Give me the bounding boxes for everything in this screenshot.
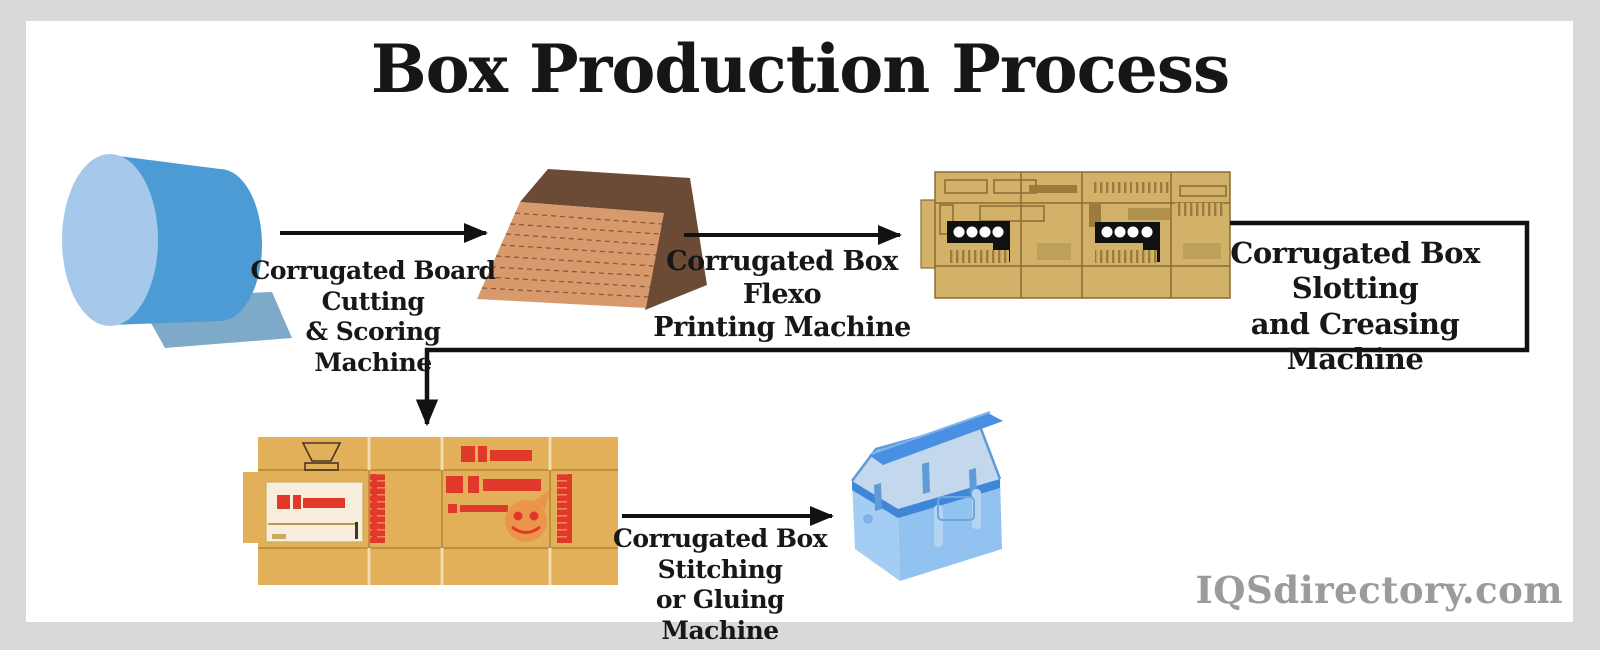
smiley-logo-print xyxy=(505,490,550,542)
paper-roll-illustration xyxy=(62,154,292,348)
elbow-connector-arrow xyxy=(415,220,1530,427)
shipping-label-print xyxy=(265,481,364,543)
machine-label-slotting-creasing: Corrugated Box Slotting and Creasing Mac… xyxy=(1230,236,1480,377)
watermark: IQSdirectory.com xyxy=(1195,568,1563,612)
finished-box-illustration xyxy=(851,411,1003,581)
machine-label-flexo-printing: Corrugated Box Flexo Printing Machine xyxy=(653,246,911,343)
box-machine-illustration xyxy=(920,171,1231,299)
box-blank-illustration xyxy=(243,437,618,585)
machine-label-stitching-gluing: Corrugated Box Stitching or Gluing Machi… xyxy=(612,524,828,645)
page-title: Box Production Process xyxy=(370,30,1230,108)
machine-label-cutting-scoring: Corrugated Board Cutting & Scoring Machi… xyxy=(250,256,496,377)
corrugated-stack-illustration xyxy=(477,169,707,310)
funnel-print xyxy=(301,442,342,471)
